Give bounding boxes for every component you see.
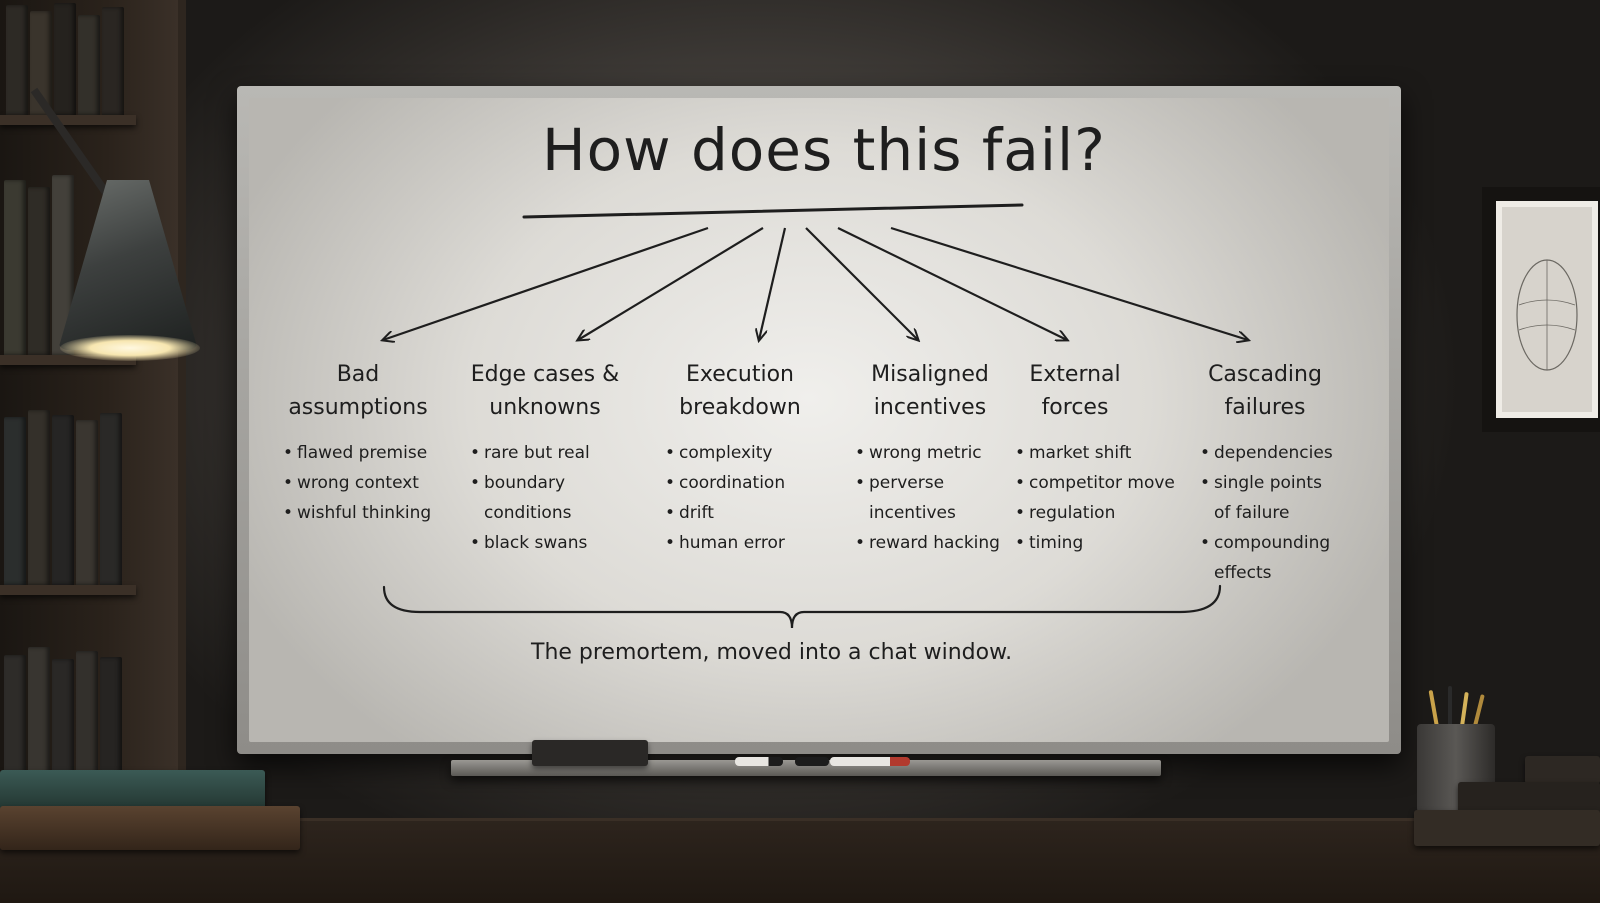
list-item: complexity — [665, 438, 829, 468]
pencil — [1448, 686, 1452, 726]
black-marker — [735, 757, 783, 766]
bookshelf — [0, 0, 186, 790]
list-item: human error — [665, 528, 829, 558]
book — [4, 180, 26, 355]
book — [102, 7, 124, 115]
list-item: wishful thinking — [283, 498, 447, 528]
book — [28, 647, 50, 785]
bullet-list: flawed premise wrong context wishful thi… — [283, 438, 447, 528]
book — [4, 417, 26, 585]
list-item: drift — [665, 498, 829, 528]
book — [28, 187, 50, 355]
bullet-list: wrong metric perverse incentives reward … — [855, 438, 1019, 558]
list-item: dependencies — [1200, 438, 1344, 468]
shelf-board — [0, 355, 136, 365]
book — [28, 410, 50, 585]
lamp-bulb-glow — [60, 335, 200, 361]
shelf-row-top — [0, 0, 136, 115]
list-item: single points of failure — [1200, 468, 1334, 528]
book — [52, 659, 74, 785]
shelf-row-lower — [0, 595, 136, 785]
shelf-board — [0, 115, 136, 125]
list-item: wrong context — [283, 468, 447, 498]
whiteboard-eraser — [532, 740, 648, 766]
desk-book — [1458, 782, 1600, 814]
book — [54, 3, 76, 115]
whiteboard-caption: The premortem, moved into a chat window. — [531, 640, 1013, 665]
red-marker — [830, 757, 910, 766]
book — [52, 175, 74, 355]
list-item: market shift — [1015, 438, 1189, 468]
list-item: boundary conditions — [470, 468, 594, 528]
list-item: coordination — [665, 468, 829, 498]
column-heading: Execution breakdown — [679, 362, 801, 420]
list-item: compounding effects — [1200, 528, 1334, 588]
wall-picture-frame — [1482, 187, 1600, 432]
list-item: regulation — [1015, 498, 1179, 528]
book — [78, 15, 100, 115]
title-underline — [522, 203, 1024, 219]
column-heading: Misaligned incentives — [871, 362, 989, 420]
list-item: reward hacking — [855, 528, 1019, 558]
bullet-list: dependencies single points of failure co… — [1200, 438, 1344, 588]
list-item: timing — [1015, 528, 1179, 558]
curly-brace — [382, 584, 1222, 629]
column-execution-breakdown: Execution breakdown complexity coordinat… — [665, 358, 829, 558]
column-heading: Edge cases & unknowns — [470, 362, 620, 420]
book — [100, 657, 122, 785]
arrow-2 — [578, 227, 764, 340]
arrow-4 — [805, 227, 918, 340]
column-bad-assumptions: Bad assumptions flawed premise wrong con… — [283, 358, 447, 528]
book — [76, 420, 98, 585]
book — [100, 413, 122, 585]
sketch-drawing — [1516, 258, 1578, 371]
column-heading: Bad assumptions — [288, 362, 428, 420]
desk-book — [0, 770, 265, 812]
shelf-row-upper — [0, 125, 136, 355]
column-heading: Cascading failures — [1208, 362, 1322, 420]
column-edge-cases: Edge cases & unknowns rare but real boun… — [470, 358, 634, 558]
column-external-forces: External forces market shift competitor … — [1015, 358, 1189, 558]
arrow-6 — [890, 226, 1248, 340]
list-item: black swans — [470, 528, 634, 558]
bullet-list: complexity coordination drift human erro… — [665, 438, 829, 558]
list-item: wrong metric — [855, 438, 1019, 468]
whiteboard-surface — [249, 98, 1389, 742]
shelf-row-middle — [0, 365, 136, 585]
arrow-5 — [837, 227, 1067, 340]
whiteboard — [237, 86, 1401, 754]
book — [76, 651, 98, 785]
shelf-board — [0, 585, 136, 595]
arrow-3 — [759, 227, 787, 340]
book — [6, 5, 28, 115]
whiteboard-title: How does this fail? — [542, 116, 1106, 184]
desk-book — [1414, 810, 1600, 846]
book — [52, 415, 74, 585]
list-item: rare but real — [470, 438, 634, 468]
desk-book — [0, 806, 300, 850]
list-item: perverse incentives — [855, 468, 979, 528]
wall-picture — [1496, 201, 1598, 418]
book — [4, 655, 26, 785]
desk-book — [1525, 756, 1600, 784]
arrow-1 — [383, 226, 709, 340]
column-misaligned-incentives: Misaligned incentives wrong metric perve… — [855, 358, 1019, 558]
bullet-list: rare but real boundary conditions black … — [470, 438, 634, 558]
list-item: flawed premise — [283, 438, 447, 468]
list-item: competitor move — [1015, 468, 1189, 498]
bullet-list: market shift competitor move regulation … — [1015, 438, 1189, 558]
marker-cap — [795, 757, 829, 766]
column-cascading-failures: Cascading failures dependencies single p… — [1200, 358, 1344, 588]
column-heading: External forces — [1029, 362, 1121, 420]
